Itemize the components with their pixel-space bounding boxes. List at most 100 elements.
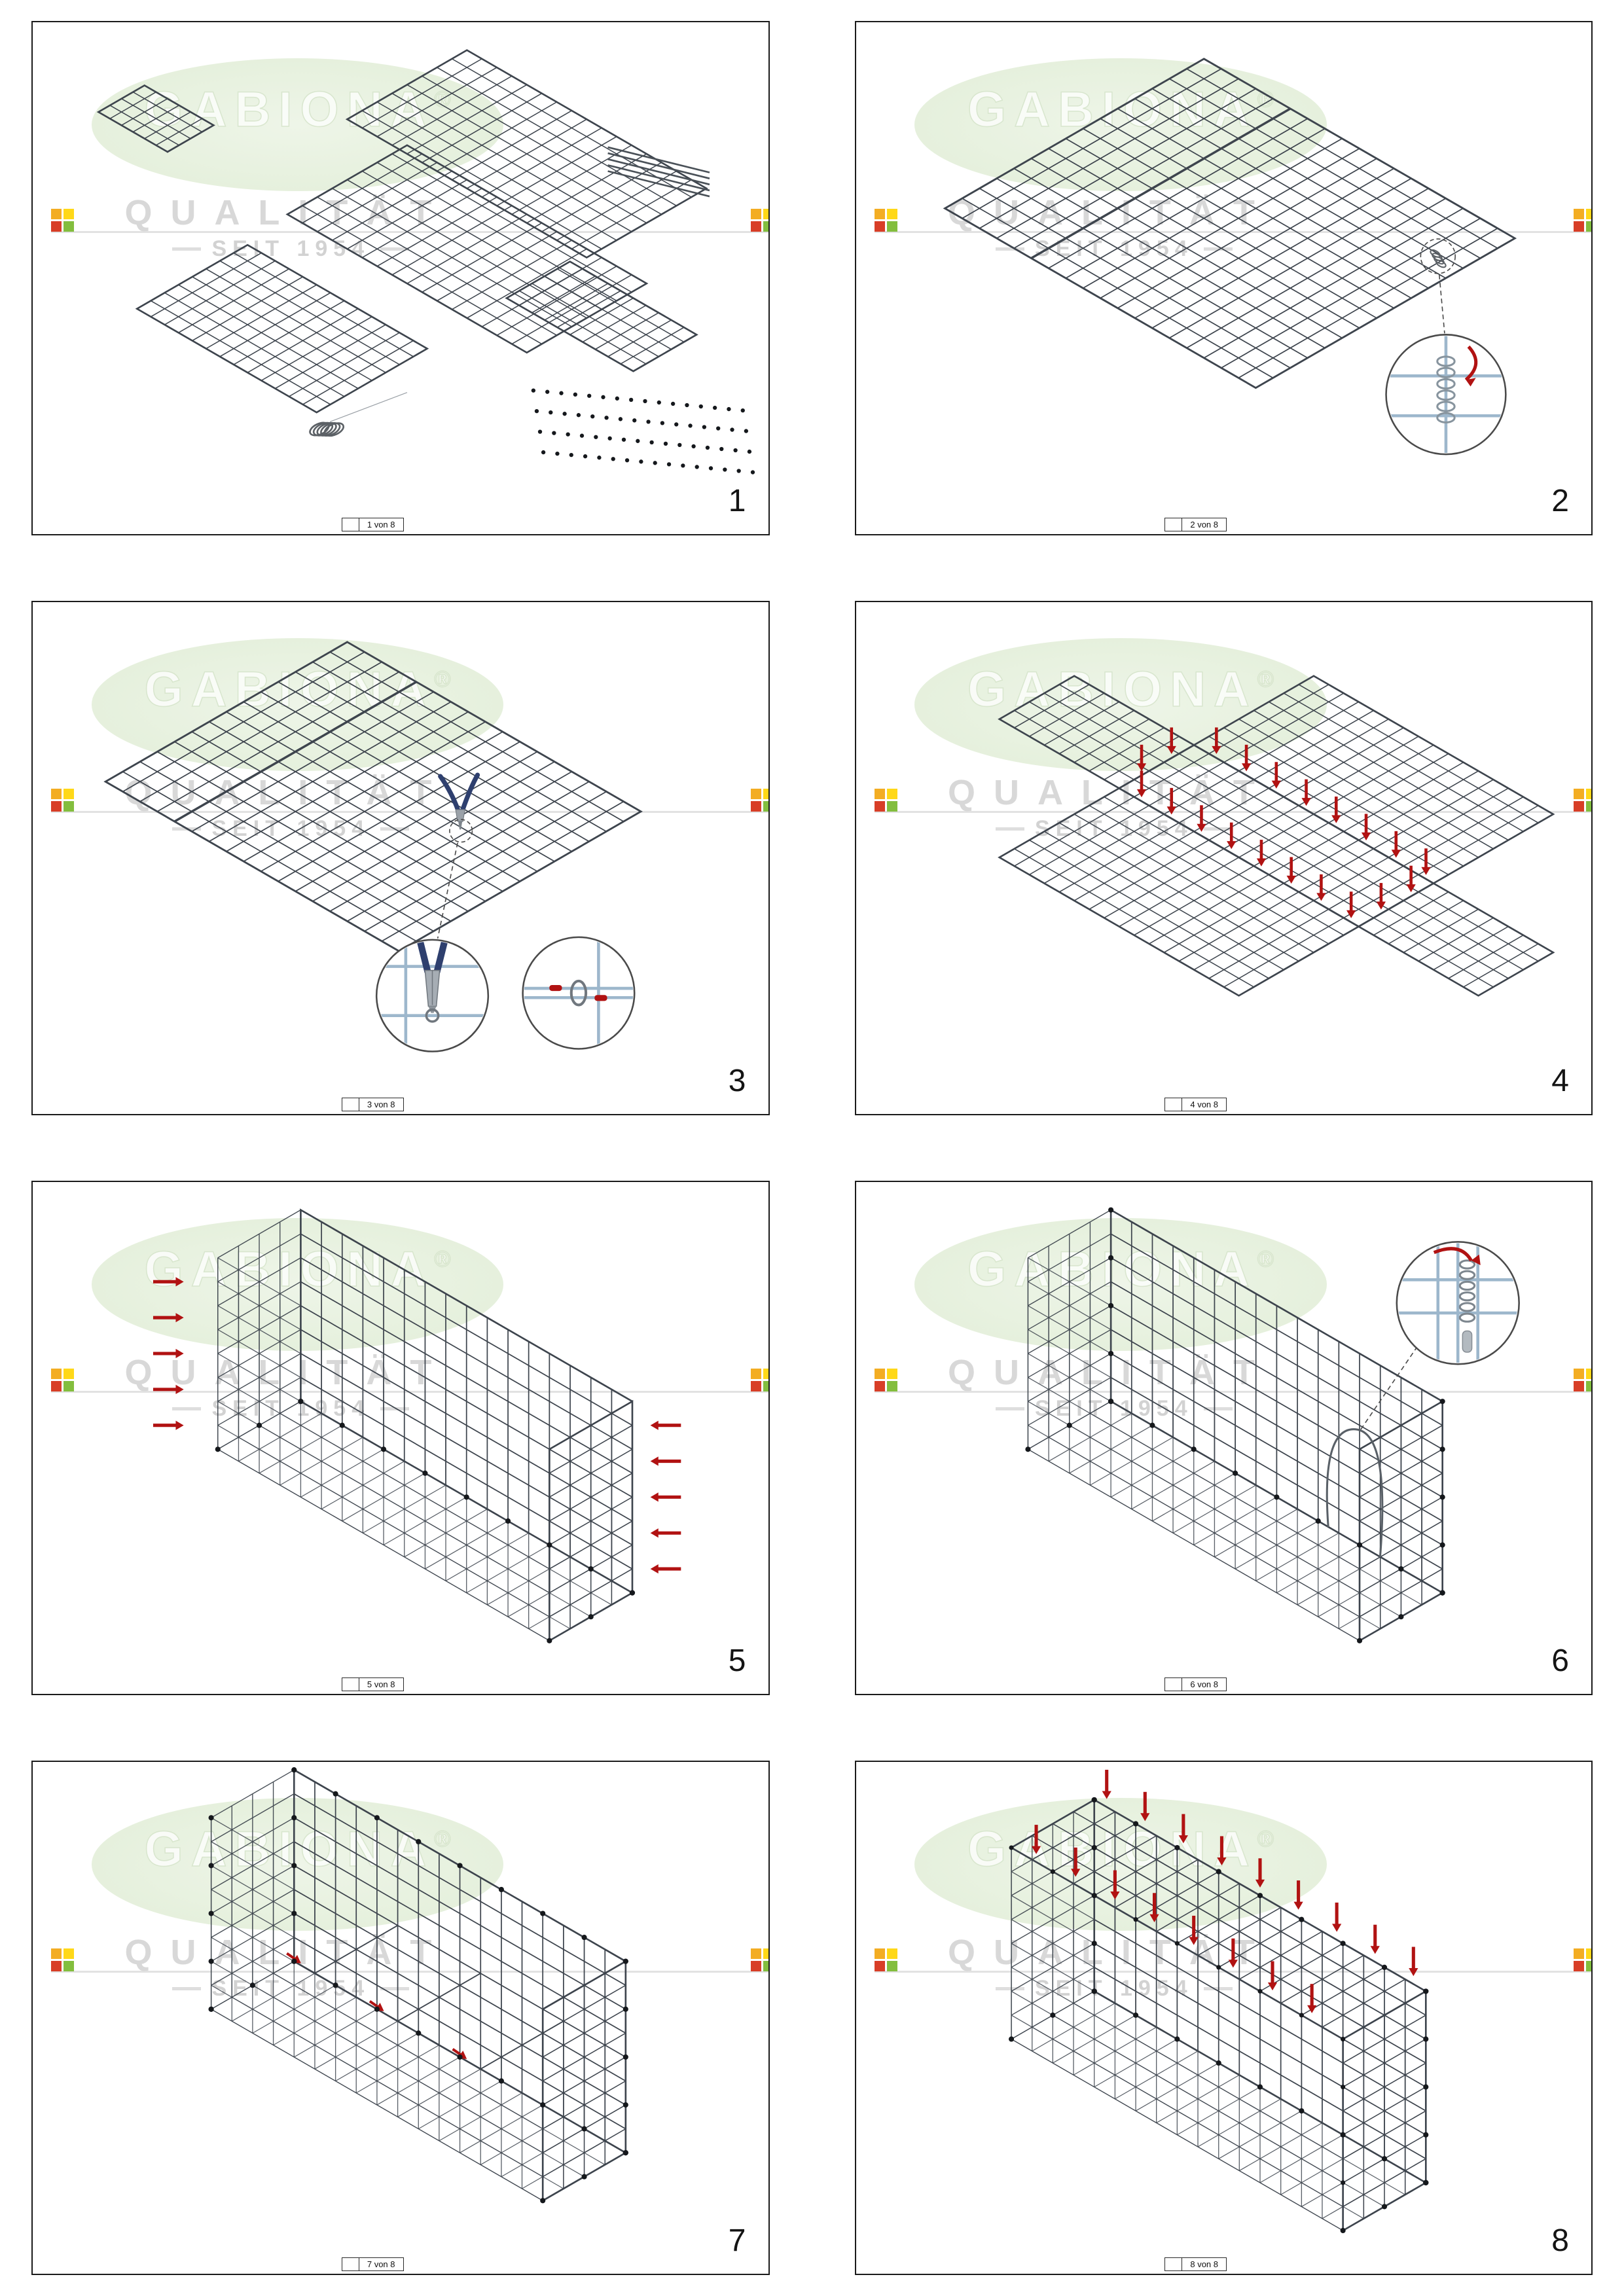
spiral-coil <box>1435 355 1456 423</box>
logo-square <box>886 789 897 800</box>
cross-brace <box>314 1925 399 1974</box>
logo-square <box>750 1948 761 1960</box>
red-arrow <box>153 1384 184 1394</box>
logo-square <box>874 1961 885 1972</box>
watermark: GABIONA® QUALITÄT SEIT 1954 <box>33 602 768 1114</box>
assembly-drawing-step-6 <box>1024 1207 1520 1643</box>
double-wire <box>1030 107 1291 260</box>
spiral-rods <box>607 146 710 198</box>
red-arrow <box>1256 840 1266 867</box>
red-arrow <box>1331 1902 1341 1932</box>
mesh-front-wall <box>997 787 1360 997</box>
red-arrow <box>1346 891 1356 918</box>
page-indicator: 3 von 8 <box>367 1100 395 1109</box>
red-arrow <box>1136 744 1146 772</box>
watermark-quality-text: QUALITÄT <box>124 772 450 812</box>
red-arrow <box>1255 1858 1265 1888</box>
watermark-ellipse <box>914 637 1327 772</box>
clip-dots <box>215 1399 304 1452</box>
brand-logo-icon <box>750 1948 768 1972</box>
logo-square <box>750 801 761 812</box>
red-arrow <box>1420 848 1431 875</box>
logo-square <box>874 209 885 220</box>
red-arrow <box>1189 1916 1199 1945</box>
watermark: GABIONA® QUALITÄT SEIT 1954 <box>856 22 1592 534</box>
red-arrow <box>1211 727 1221 755</box>
watermark-ellipse <box>914 58 1327 192</box>
callout-leader <box>1360 1345 1418 1430</box>
step-panel-4: GABIONA® QUALITÄT SEIT 1954 4 von 8 4 <box>854 601 1593 1115</box>
logo-square <box>1586 1369 1592 1380</box>
red-arrow <box>1301 779 1311 806</box>
title-block: 2 von 8 <box>1164 518 1227 531</box>
logo-square <box>750 209 761 220</box>
step-panel-6: GABIONA® QUALITÄT SEIT 1954 6 von 8 6 <box>854 1181 1593 1695</box>
watermark-rule <box>874 1971 1591 1973</box>
detail-content <box>378 941 487 1050</box>
detail-content <box>524 938 634 1048</box>
pliers-icon <box>438 772 480 830</box>
brand-logo-icon <box>1574 1948 1592 1972</box>
red-arrow <box>1391 831 1401 858</box>
watermark-rule <box>51 811 768 814</box>
red-arrow <box>153 1277 184 1287</box>
step-number: 6 <box>1551 1643 1569 1678</box>
logo-square <box>51 1948 62 1960</box>
logo-square <box>51 789 62 800</box>
red-arrow <box>1166 787 1176 815</box>
logo-square <box>1574 789 1584 800</box>
brand-logo-icon <box>874 209 897 232</box>
red-arrow <box>153 1420 184 1430</box>
watermark-brand: GABIONA® <box>144 661 451 718</box>
red-arrow <box>1031 1825 1041 1854</box>
mesh-panel-front <box>135 243 429 414</box>
red-arrow <box>153 1348 184 1359</box>
logo-square <box>51 1381 62 1392</box>
logo-square <box>886 221 897 232</box>
logo-square <box>1574 1381 1584 1392</box>
red-arrow <box>1370 1924 1380 1954</box>
watermark-since-text: SEIT 1954 <box>995 816 1233 842</box>
watermark-rule <box>874 231 1591 234</box>
logo-square <box>51 1961 62 1972</box>
page-indicator: 6 von 8 <box>1190 1679 1219 1689</box>
logo-square <box>750 1369 761 1380</box>
title-block: 4 von 8 <box>1164 1098 1227 1111</box>
assembly-drawing-step-2 <box>943 58 1517 456</box>
red-arrow <box>1241 744 1251 772</box>
cross-brace <box>397 1973 481 2022</box>
logo-square <box>63 789 75 800</box>
logo-square <box>1574 1369 1584 1380</box>
red-arrow <box>1331 797 1341 823</box>
logo-square <box>750 221 761 232</box>
logo-square <box>886 209 897 220</box>
title-block-cell <box>1165 1098 1183 1111</box>
logo-square <box>1586 1381 1592 1392</box>
logo-square <box>63 1961 75 1972</box>
watermark-since-text: SEIT 1954 <box>172 236 410 262</box>
red-arrow <box>1102 1769 1111 1799</box>
assembly-drawing-step-3 <box>103 641 643 1052</box>
red-arrow <box>1408 1946 1418 1977</box>
logo-square <box>886 1961 897 1972</box>
logo-square <box>886 801 897 812</box>
step-number: 1 <box>728 484 746 518</box>
detail-circle <box>522 936 636 1050</box>
logo-square <box>874 789 885 800</box>
assembly-drawing-step-4 <box>997 675 1555 997</box>
logo-square <box>750 1381 761 1392</box>
brand-logo-icon <box>51 1948 75 1972</box>
red-arrow <box>1136 770 1146 798</box>
brand-logo-icon <box>874 1369 897 1392</box>
red-arrow <box>1307 1984 1316 2013</box>
logo-square <box>1574 1948 1584 1960</box>
page-indicator: 4 von 8 <box>1190 1100 1219 1109</box>
logo-square <box>1586 209 1592 220</box>
step-number: 7 <box>728 2223 746 2258</box>
logo-square <box>763 1381 768 1392</box>
red-arrow <box>650 1420 681 1430</box>
watermark-quality-text: QUALITÄT <box>947 772 1273 812</box>
page-indicator: 7 von 8 <box>367 2259 395 2269</box>
title-block: 5 von 8 <box>341 1677 404 1691</box>
watermark-ellipse <box>91 637 504 772</box>
